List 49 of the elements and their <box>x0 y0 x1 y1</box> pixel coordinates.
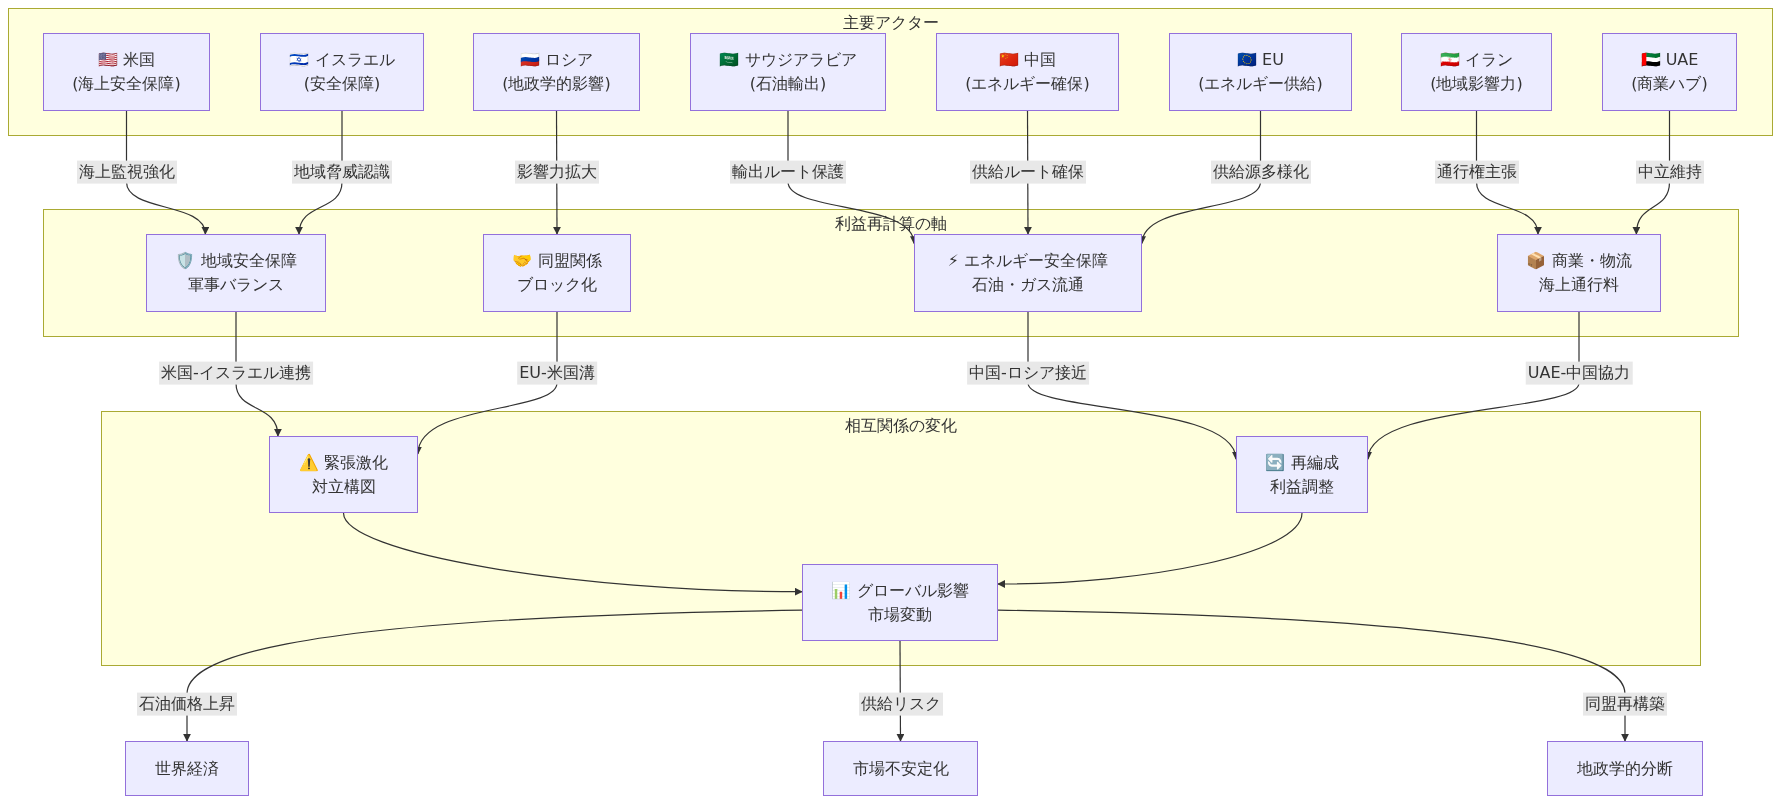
process-box: 地政学的分断 <box>1547 741 1703 796</box>
edge-label: UAE-中国協力 <box>1525 361 1633 385</box>
group-title: 主要アクター <box>842 13 939 32</box>
arrow <box>997 512 1303 588</box>
process-box: 🤝 同盟関係 ブロック化 <box>483 234 631 312</box>
arrow <box>1139 110 1262 245</box>
process-box: 🇮🇷 イラン (地域影響力) <box>1401 33 1552 111</box>
edge-label: 石油価格上昇 <box>137 692 237 716</box>
edge-label: 影響力拡大 <box>514 160 599 184</box>
edge-label: EU-米国溝 <box>517 361 597 385</box>
arrow <box>997 609 1629 742</box>
process-box: 📊 グローバル影響 市場変動 <box>802 564 998 641</box>
process-box: 🇺🇸 米国 (海上安全保障) <box>43 33 210 111</box>
arrow <box>415 311 558 455</box>
edge-label: 通行権主張 <box>1434 160 1519 184</box>
arrow <box>1027 311 1238 460</box>
process-box: ⚡ エネルギー安全保障 石油・ガス流通 <box>914 234 1142 312</box>
edge-label: 地域脅威認識 <box>292 160 392 184</box>
process-box: 🇨🇳 中国 (エネルギー確保) <box>936 33 1119 111</box>
edge-label: 供給源多様化 <box>1210 160 1311 184</box>
process-box: 🔄 再編成 利益調整 <box>1236 436 1368 513</box>
edge-label: 海上監視強化 <box>76 160 177 184</box>
group-panel <box>43 209 1739 337</box>
process-box: 🇪🇺 EU (エネルギー供給) <box>1169 33 1352 111</box>
process-box: 🇮🇱 イスラエル (安全保障) <box>260 33 424 111</box>
process-box: 🇷🇺 ロシア (地政学的影響) <box>473 33 640 111</box>
arrow <box>342 512 803 596</box>
edge-label: 米国-イスラエル連携 <box>159 361 313 385</box>
edge-label: 輸出ルート保護 <box>730 160 846 184</box>
process-box: 市場不安定化 <box>823 741 978 796</box>
group-title: 相互関係の変化 <box>845 416 957 435</box>
process-box: 📦 商業・物流 海上通行料 <box>1497 234 1661 312</box>
edge-label: 供給リスク <box>858 692 943 716</box>
process-box: ⚠ 緊張激化 対立構図 <box>269 436 418 513</box>
arrow <box>787 110 916 245</box>
group-title: 利益再計算の軸 <box>835 214 947 233</box>
arrow <box>125 110 208 235</box>
group-panel <box>101 411 1701 666</box>
edge-label: 同盟再構築 <box>1583 692 1667 716</box>
process-box: 🛡 地域安全保障 軍事バランス <box>146 234 326 312</box>
process-box: 🇸🇦 サウジアラビア (石油輸出) <box>690 33 886 111</box>
process-box: 世界経済 <box>125 741 249 796</box>
process-box: 🇦🇪 UAE (商業ハブ) <box>1602 33 1737 111</box>
edge-label: 中国-ロシア接近 <box>967 361 1089 385</box>
edge-label: 供給ルート確保 <box>969 160 1086 184</box>
arrow <box>1366 311 1580 460</box>
arrow <box>183 609 803 742</box>
group-panel <box>8 8 1773 136</box>
edge-label: 中立維持 <box>1635 160 1704 184</box>
